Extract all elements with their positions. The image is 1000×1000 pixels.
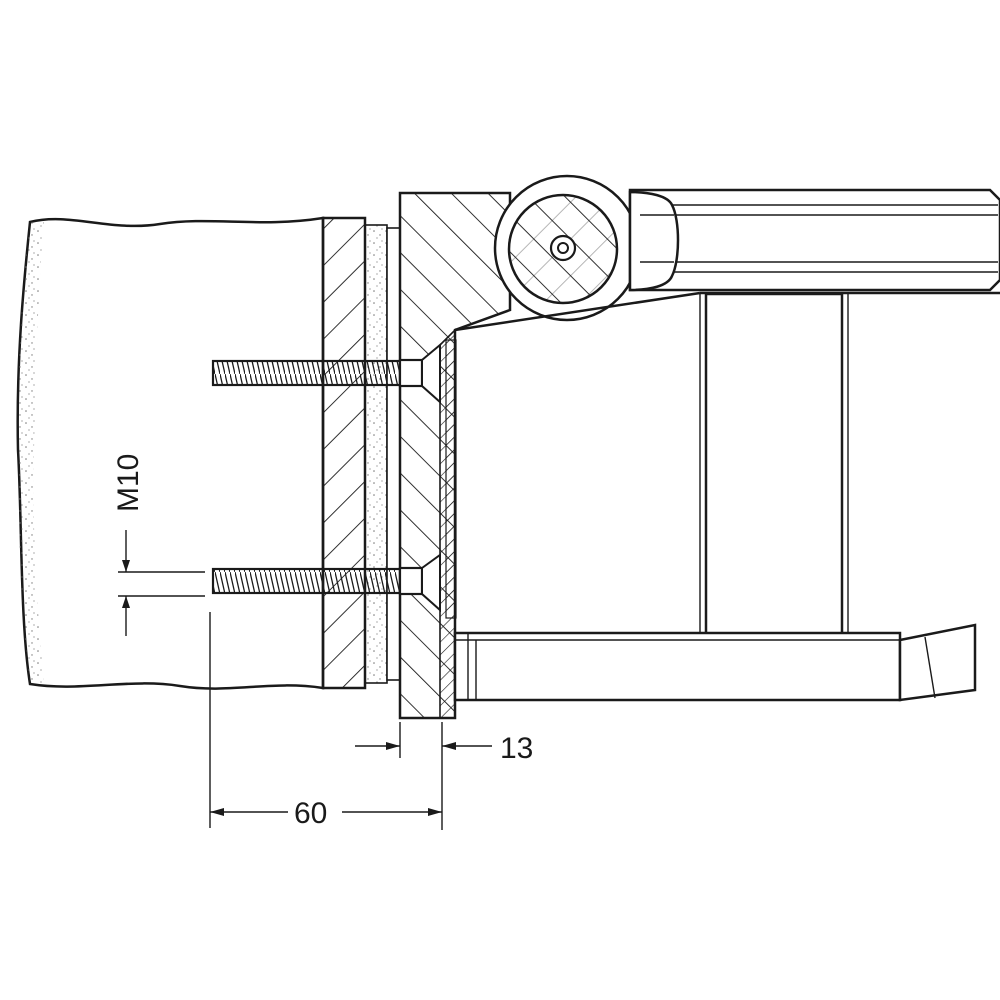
bottom-rail — [453, 623, 977, 702]
bolt-length-dimension: 60 — [209, 612, 442, 830]
inset-depth-label: 13 — [500, 732, 533, 765]
bolt-length-label: 60 — [294, 797, 327, 830]
arm-end-collar — [628, 190, 680, 292]
canopy-housing — [454, 291, 1000, 643]
support-arm — [628, 188, 1000, 292]
wall-body — [16, 216, 325, 690]
bracket-gasket-strip — [445, 339, 457, 619]
upper-countersink — [421, 342, 441, 405]
thread-size-label: M10 — [112, 454, 145, 512]
wall-cladding-layers — [321, 216, 401, 690]
thread-dimension: M10 — [112, 454, 205, 636]
lower-countersink — [421, 553, 441, 613]
wall-edge-texture — [18, 222, 44, 684]
rail-end-cap — [898, 623, 977, 702]
lower-threaded-rod — [211, 553, 441, 613]
upper-threaded-rod — [211, 342, 441, 405]
housing-center-post — [704, 292, 844, 643]
inset-dimension: 13 — [355, 722, 533, 830]
pivot-pin-inner — [557, 242, 569, 254]
pivot-joint — [493, 174, 641, 322]
